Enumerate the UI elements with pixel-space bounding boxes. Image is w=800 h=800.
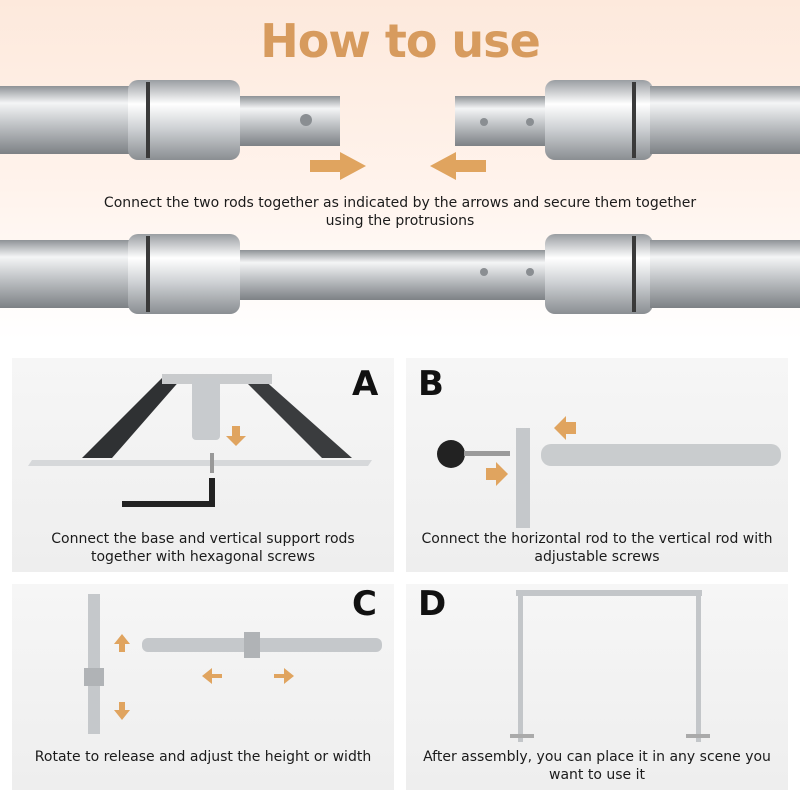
step-d-panel: D After assembly, you can place it in an… [406,584,788,790]
hero-background: How to use Connect the two rods together… [0,0,800,340]
arrow-right-icon [486,462,508,486]
step-letter: A [352,364,379,404]
arrow-left-icon [554,416,576,440]
arrow-down-icon [114,702,130,720]
step-letter: B [418,364,444,404]
step-caption: Connect the horizontal rod to the vertic… [421,531,773,565]
horizontal-rod-illustration [437,416,781,528]
step-caption: After assembly, you can place it in any … [423,749,771,783]
arrow-right-icon [310,152,366,180]
step-a-panel: A Connect the base and vertical support … [12,358,394,572]
arrow-right-icon [274,668,294,684]
step-c-panel: C Rotate to release and adjust the heigh… [12,584,394,790]
adjust-illustration [84,594,382,734]
step-caption: Connect the base and vertical support ro… [51,531,355,565]
main-caption: Connect the two rods together as indicat… [103,195,697,229]
step-letter: C [352,584,377,624]
rod-right-top [455,80,800,160]
step-letter: D [418,584,447,624]
arrow-down-icon [226,426,246,446]
rod-connected [0,234,800,314]
arrow-left-icon [202,668,222,684]
base-illustration [28,374,372,507]
page-title: How to use [260,14,541,68]
frame-illustration [510,590,710,742]
arrow-left-icon [430,152,486,180]
step-caption: Rotate to release and adjust the height … [34,749,372,765]
step-b-panel: B Connect the horizontal rod to the vert… [406,358,788,572]
arrow-up-icon [114,634,130,652]
rods-illustration [0,80,800,314]
rod-left-top [0,80,340,160]
